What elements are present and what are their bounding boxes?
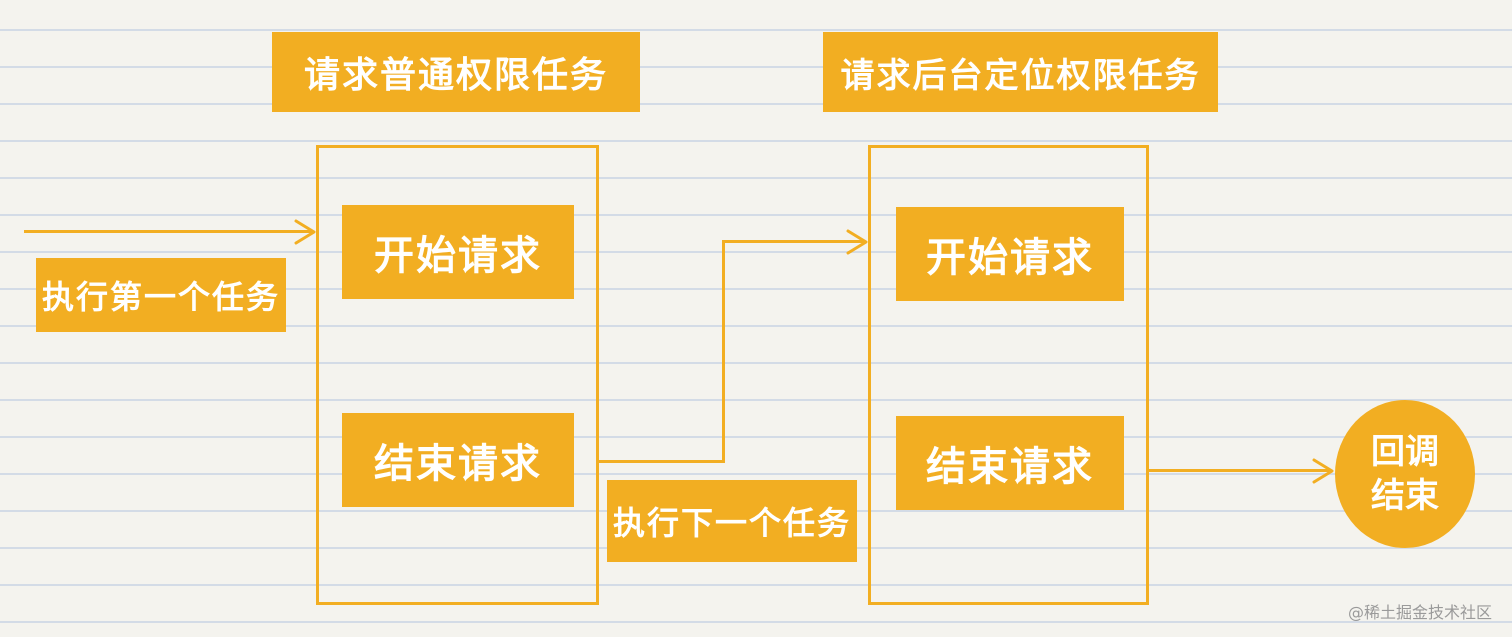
callback-line2: 结束 xyxy=(1371,476,1439,516)
arrowhead-icon xyxy=(846,229,868,255)
arrow-to-callback xyxy=(1149,469,1329,472)
task1-end-request: 结束请求 xyxy=(342,413,574,507)
task2-frame xyxy=(868,145,1149,605)
task2-end-request: 结束请求 xyxy=(896,416,1124,510)
task1-start-request: 开始请求 xyxy=(342,205,574,299)
connector-horizontal-2 xyxy=(722,240,864,243)
execute-next-task-label: 执行下一个任务 xyxy=(607,480,857,562)
task2-start-request: 开始请求 xyxy=(896,207,1124,301)
connector-vertical xyxy=(722,240,725,463)
watermark: @稀土掘金技术社区 xyxy=(1347,603,1492,622)
arrow-into-task1 xyxy=(24,230,312,233)
task1-title: 请求普通权限任务 xyxy=(272,32,640,112)
task1-frame xyxy=(316,145,599,605)
arrowhead-icon xyxy=(1312,458,1334,484)
execute-first-task-label: 执行第一个任务 xyxy=(36,258,286,332)
callback-end-circle: 回调 结束 xyxy=(1335,400,1475,548)
connector-horizontal-1 xyxy=(599,460,725,463)
arrowhead-icon xyxy=(294,219,316,245)
callback-line1: 回调 xyxy=(1371,432,1439,472)
task2-title: 请求后台定位权限任务 xyxy=(823,32,1218,112)
